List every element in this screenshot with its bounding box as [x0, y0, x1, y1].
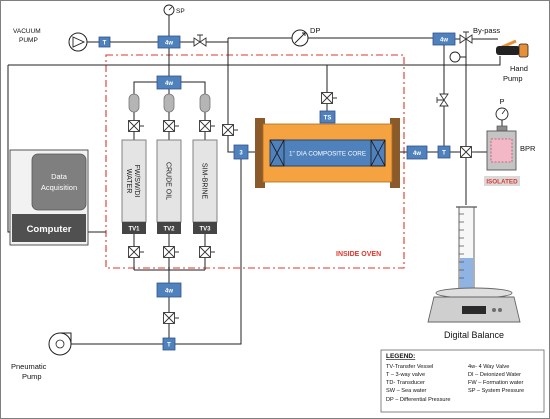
vessel-tag: TV1	[128, 227, 140, 233]
four-way-valve-vacuum: 4w	[157, 35, 181, 49]
three-way-valve-label: T	[103, 41, 107, 47]
balance-display	[462, 306, 486, 314]
core-inlet-line	[227, 38, 234, 153]
vacuum-pump: VACUUM PUMP	[13, 28, 88, 52]
four-way-valve-core-outlet: 4w	[406, 145, 428, 160]
pneumatic-pump-label-line1: Pneumatic	[11, 362, 47, 371]
core-inlet-valve-label: 3	[239, 151, 243, 157]
legend-item: DP – Differential Pressure	[386, 397, 450, 403]
data-acquisition-label-line1: Data	[51, 172, 68, 181]
legend: LEGEND: TV-Transfer Vessel T – 3-way val…	[380, 349, 545, 413]
vacuum-pump-label-line2: PUMP	[19, 37, 38, 44]
bypass-label: By-pass	[473, 26, 500, 35]
oven-label: INSIDE OVEN	[336, 251, 381, 258]
vacuum-pump-label-line1: VACUUM	[13, 28, 41, 35]
four-way-valve-bottom: 4w	[156, 282, 182, 298]
three-way-valve-vacuum: T	[98, 36, 111, 48]
differential-pressure-gauge: DP	[291, 26, 320, 47]
bpr-pressure-label: P	[499, 97, 504, 106]
three-way-valve-pump: T	[162, 337, 176, 351]
legend-item: DI – Deionized Water	[468, 372, 521, 378]
legend-item: TD- Transducer	[386, 380, 425, 386]
transfer-vessel-1: FW/SW/DI WATER TV1	[121, 93, 147, 234]
four-way-valve-bypass: 4w	[432, 32, 456, 46]
vessel-contents-line1: FW/SW/DI	[133, 164, 140, 197]
computer-signal-line	[7, 65, 106, 233]
pneumatic-pump-icon	[48, 332, 72, 356]
legend-item: 4w- 4 Way Valve	[468, 364, 509, 370]
hand-pump-label-line1: Hand	[510, 64, 528, 73]
balance-label: Digital Balance	[444, 330, 504, 340]
three-way-valve-label: T	[442, 151, 446, 157]
transfer-vessel-3: SIM-BRINE TV3	[192, 93, 218, 234]
legend-box	[380, 349, 545, 413]
vessel-contents: CRUDE OIL	[165, 162, 172, 200]
collected-fluid	[460, 258, 473, 288]
vessel-tag: TV2	[163, 227, 175, 233]
bpr-label: BPR	[520, 144, 536, 153]
core-flange-left	[255, 118, 265, 188]
computer-label: Computer	[27, 224, 72, 235]
four-way-valve-label: 4w	[165, 41, 173, 47]
legend-title: LEGEND:	[386, 353, 415, 360]
legend-item: TV-Transfer Vessel	[386, 364, 433, 370]
core-label: 1" DIA COMPOSITE CORE	[289, 151, 366, 158]
digital-balance: Digital Balance	[427, 287, 521, 340]
manifold-branch-lines	[133, 81, 206, 94]
core-inlet-valve: 3	[233, 144, 249, 160]
four-way-valve-label: 4w	[440, 38, 448, 44]
vessel-contents-line2: WATER	[125, 169, 132, 194]
vessel-contents: SIM-BRINE	[201, 163, 208, 200]
sp-label: SP	[176, 8, 185, 15]
bpr-status: ISOLATED	[486, 179, 518, 186]
pneumatic-pump: Pneumatic Pump	[11, 332, 72, 381]
hand-pump-label-line2: Pump	[503, 74, 523, 83]
legend-item: SW – Sea water	[386, 388, 427, 394]
legend-item: SP – System Pressure	[468, 388, 524, 394]
dp-label: DP	[310, 26, 320, 35]
transducer: TS	[319, 110, 336, 124]
four-way-valve-label: 4w	[165, 81, 173, 87]
oven-boundary	[105, 54, 405, 269]
vessel-tag: TV3	[199, 227, 211, 233]
data-acquisition-unit	[31, 153, 87, 211]
hand-pump: Hand Pump	[496, 39, 529, 83]
transducer-label: TS	[324, 116, 332, 122]
core-sample	[269, 139, 386, 167]
core-holder: 1" DIA COMPOSITE CORE	[255, 118, 400, 188]
three-way-valve-label: T	[167, 343, 171, 349]
pneumatic-pump-label-line2: Pump	[22, 372, 42, 381]
data-acquisition-label-line2: Acquisition	[41, 183, 77, 192]
core-end-caps	[269, 139, 386, 167]
system-pressure-gauge: SP	[163, 4, 185, 16]
legend-item: T – 3-way valve	[386, 372, 425, 378]
main-header-line	[8, 56, 501, 66]
four-way-valve-manifold: 4w	[156, 75, 182, 90]
back-pressure-regulator: P BPR ISOLATED	[484, 97, 536, 186]
computer-station: Data Acquisition Computer	[9, 149, 89, 246]
four-way-valve-label: 4w	[165, 289, 173, 295]
three-way-valve-outlet: T	[437, 145, 451, 159]
four-way-valve-label: 4w	[413, 151, 421, 157]
graduated-cylinder	[456, 206, 477, 290]
legend-item: FW – Formation water	[468, 380, 523, 386]
transfer-vessel-2: CRUDE OIL TV2	[156, 93, 182, 234]
core-flange-right	[390, 118, 400, 188]
gauge-icon	[449, 51, 461, 63]
